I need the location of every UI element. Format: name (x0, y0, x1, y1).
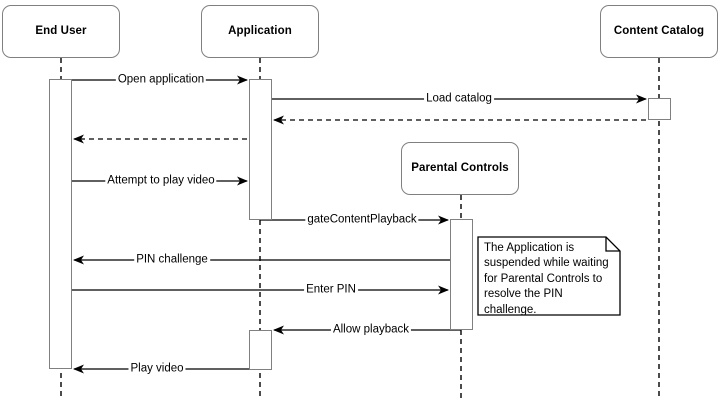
message-label-msg-play-video: Play video (128, 362, 186, 376)
message-label-msg-open-application: Open application (115, 73, 207, 87)
message-label-msg-attempt-play-video: Attempt to play video (105, 174, 217, 188)
participant-label: Content Catalog (613, 24, 705, 37)
message-label-msg-enter-pin: Enter PIN (304, 283, 358, 297)
activation-bar-application[interactable] (249, 330, 272, 370)
note-text: The Application is suspended while waiti… (484, 242, 609, 316)
activation-bar-end-user[interactable] (49, 79, 72, 369)
message-label-msg-gate-content-playback: gateContentPlayback (305, 213, 419, 227)
participant-box-content-catalog[interactable]: Content Catalog (600, 5, 718, 58)
activation-bar-application[interactable] (249, 79, 272, 220)
note-outline (477, 236, 621, 316)
message-label-msg-pin-challenge: PIN challenge (134, 253, 210, 267)
note-fold-corner-icon (605, 237, 620, 252)
note-shapes-group (477, 236, 621, 316)
lifeline-dashes-group (60, 58, 660, 400)
participant-box-application[interactable]: Application (201, 5, 319, 58)
participant-box-end-user[interactable]: End User (2, 5, 120, 58)
activation-bar-content-catalog[interactable] (648, 98, 671, 120)
participant-label: Application (228, 24, 292, 37)
message-label-msg-allow-playback: Allow playback (330, 323, 412, 337)
participant-label: Parental Controls (411, 161, 509, 174)
message-label-msg-load-catalog: Load catalog (424, 92, 494, 106)
participant-box-parental-controls[interactable]: Parental Controls (401, 142, 519, 195)
activation-bar-parental-controls[interactable] (450, 219, 473, 330)
note-application-suspended[interactable]: The Application is suspended while waiti… (478, 237, 620, 316)
participant-label: End User (35, 24, 87, 37)
